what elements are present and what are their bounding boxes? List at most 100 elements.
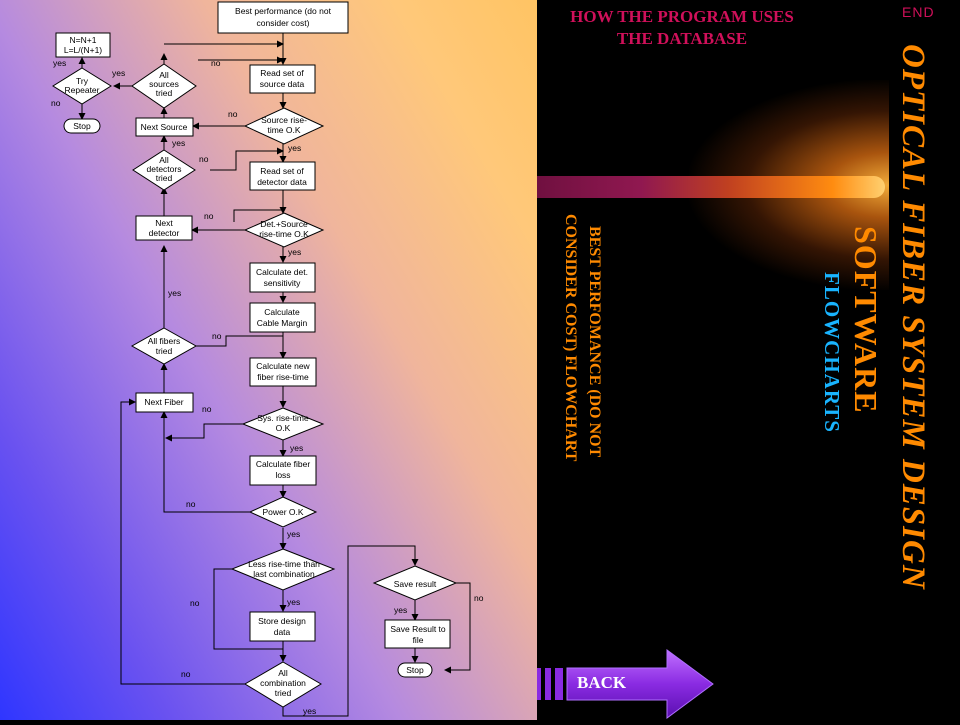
all-fibers-decision <box>130 327 198 365</box>
n-update-text-1: N=N+1 <box>70 35 97 45</box>
calc-sensitivity-box <box>249 262 316 293</box>
label-no: no <box>211 58 221 68</box>
next-source-text: Next Source <box>141 122 188 132</box>
read-detector-box <box>249 161 316 191</box>
calc-sensitivity-text-1: Calculate det. <box>256 267 308 277</box>
sys-rise-text-2: O.K <box>276 423 291 433</box>
save-file-text-1: Save Result to <box>390 624 446 634</box>
next-fiber-box <box>135 392 194 413</box>
all-sources-text-3: tried <box>156 88 173 98</box>
calc-fiber-rise-text-2: fiber rise-time <box>257 372 309 382</box>
power-ok-text: Power O.K <box>262 507 303 517</box>
less-rise-text-2: last combination <box>253 569 315 579</box>
label-yes: yes <box>172 138 185 148</box>
det-source-rise-decision <box>243 212 325 248</box>
stop-right-terminal <box>397 662 433 678</box>
store-design-box <box>249 611 316 642</box>
label-no: no <box>51 98 61 108</box>
read-source-text-1: Read set of <box>260 68 304 78</box>
all-sources-decision <box>131 63 197 109</box>
database-heading-line-2: THE DATABASE <box>616 29 748 48</box>
calc-margin-text-1: Calculate <box>264 307 300 317</box>
save-file-text-2: file <box>413 635 424 645</box>
source-rise-text-2: time O.K <box>267 125 300 135</box>
all-fibers-text-2: tried <box>156 346 173 356</box>
all-combination-decision <box>244 661 322 708</box>
all-sources-text-2: sources <box>149 79 179 89</box>
label-yes: yes <box>287 597 300 607</box>
n-update-text-2: L=L/(N+1) <box>64 45 102 55</box>
read-source-box <box>249 64 316 94</box>
label-yes: yes <box>168 288 181 298</box>
source-rise-decision <box>243 107 325 145</box>
start-box <box>217 1 349 34</box>
start-text-2: consider cost) <box>257 18 310 28</box>
label-yes: yes <box>394 605 407 615</box>
calc-margin-box <box>249 302 316 333</box>
try-repeater-decision <box>52 67 112 105</box>
sys-rise-text-1: Sys. rise-time <box>257 413 309 423</box>
best-performance-line-1: BEST PERFOMANCE (DO NOT <box>586 226 603 458</box>
save-result-decision <box>372 565 458 601</box>
next-fiber-text: Next Fiber <box>144 397 183 407</box>
next-detector-text-2: detector <box>149 228 180 238</box>
label-no: no <box>212 331 222 341</box>
next-detector-box <box>135 215 193 241</box>
calc-fiber-rise-box <box>249 357 317 387</box>
less-rise-text-1: Less rise-time than <box>248 559 320 569</box>
label-no: no <box>228 109 238 119</box>
all-combination-text-3: tried <box>275 688 292 698</box>
label-no: no <box>199 154 209 164</box>
calc-margin-text-2: Cable Margin <box>257 318 308 328</box>
save-file-box <box>384 619 451 649</box>
n-update-box <box>55 32 111 58</box>
all-detectors-text-2: detectors <box>147 164 182 174</box>
source-rise-text-1: Source rise- <box>261 115 307 125</box>
back-button[interactable]: BACK <box>537 648 715 720</box>
all-fibers-text-1: All fibers <box>148 336 181 346</box>
sys-rise-decision <box>241 407 325 441</box>
calc-fiber-rise-text-1: Calculate new <box>256 361 310 371</box>
flowchart-nodes <box>52 1 458 708</box>
main-title: OPTICAL FIBER SYSTEM DESIGN <box>895 44 931 590</box>
read-detector-text-1: Read set of <box>260 166 304 176</box>
try-repeater-text-2: Repeater <box>65 85 100 95</box>
database-heading-line-1: HOW THE PROGRAM USES <box>570 7 794 26</box>
label-yes: yes <box>290 443 303 453</box>
label-yes: yes <box>53 58 66 68</box>
read-detector-text-2: detector data <box>257 177 307 187</box>
calc-loss-text-1: Calculate fiber <box>256 459 311 469</box>
flowchart-panel: Best performance (do not consider cost) … <box>0 0 537 720</box>
label-yes: yes <box>288 143 301 153</box>
flowchart-texts: Best performance (do not consider cost) … <box>64 6 446 698</box>
light-beam <box>537 176 885 198</box>
back-arrow-icon <box>537 649 714 719</box>
try-repeater-text-1: Try <box>76 76 89 86</box>
calc-loss-text-2: loss <box>275 470 290 480</box>
label-no: no <box>474 593 484 603</box>
stop-left-terminal <box>63 118 101 134</box>
all-detectors-text-1: All <box>159 155 169 165</box>
calc-loss-box <box>249 455 317 486</box>
stop-right-text: Stop <box>406 665 424 675</box>
next-source-box <box>135 117 194 137</box>
all-detectors-text-3: tried <box>156 173 173 183</box>
label-no: no <box>181 669 191 679</box>
det-source-text-1: Det.+Source <box>260 219 308 229</box>
all-sources-text-1: All <box>159 70 169 80</box>
best-performance-line-2: CONSIDER COST) FLOWCHART <box>562 214 579 462</box>
label-yes: yes <box>287 529 300 539</box>
label-no: no <box>204 211 214 221</box>
software-title: SOFTWARE <box>848 226 884 414</box>
read-source-text-2: source data <box>260 79 305 89</box>
stop-left-text: Stop <box>73 121 91 131</box>
label-yes: yes <box>288 247 301 257</box>
end-link[interactable]: END <box>902 4 935 20</box>
label-no: no <box>190 598 200 608</box>
save-result-text: Save result <box>394 579 437 589</box>
flowchart-branch-labels: yes yes no no no yes yes no no yes yes n… <box>51 58 484 716</box>
store-design-text-1: Store design <box>258 616 306 626</box>
database-heading: HOW THE PROGRAM USES THE DATABASE <box>537 6 827 50</box>
back-label: BACK <box>577 673 627 692</box>
start-text-1: Best performance (do not <box>235 6 332 16</box>
